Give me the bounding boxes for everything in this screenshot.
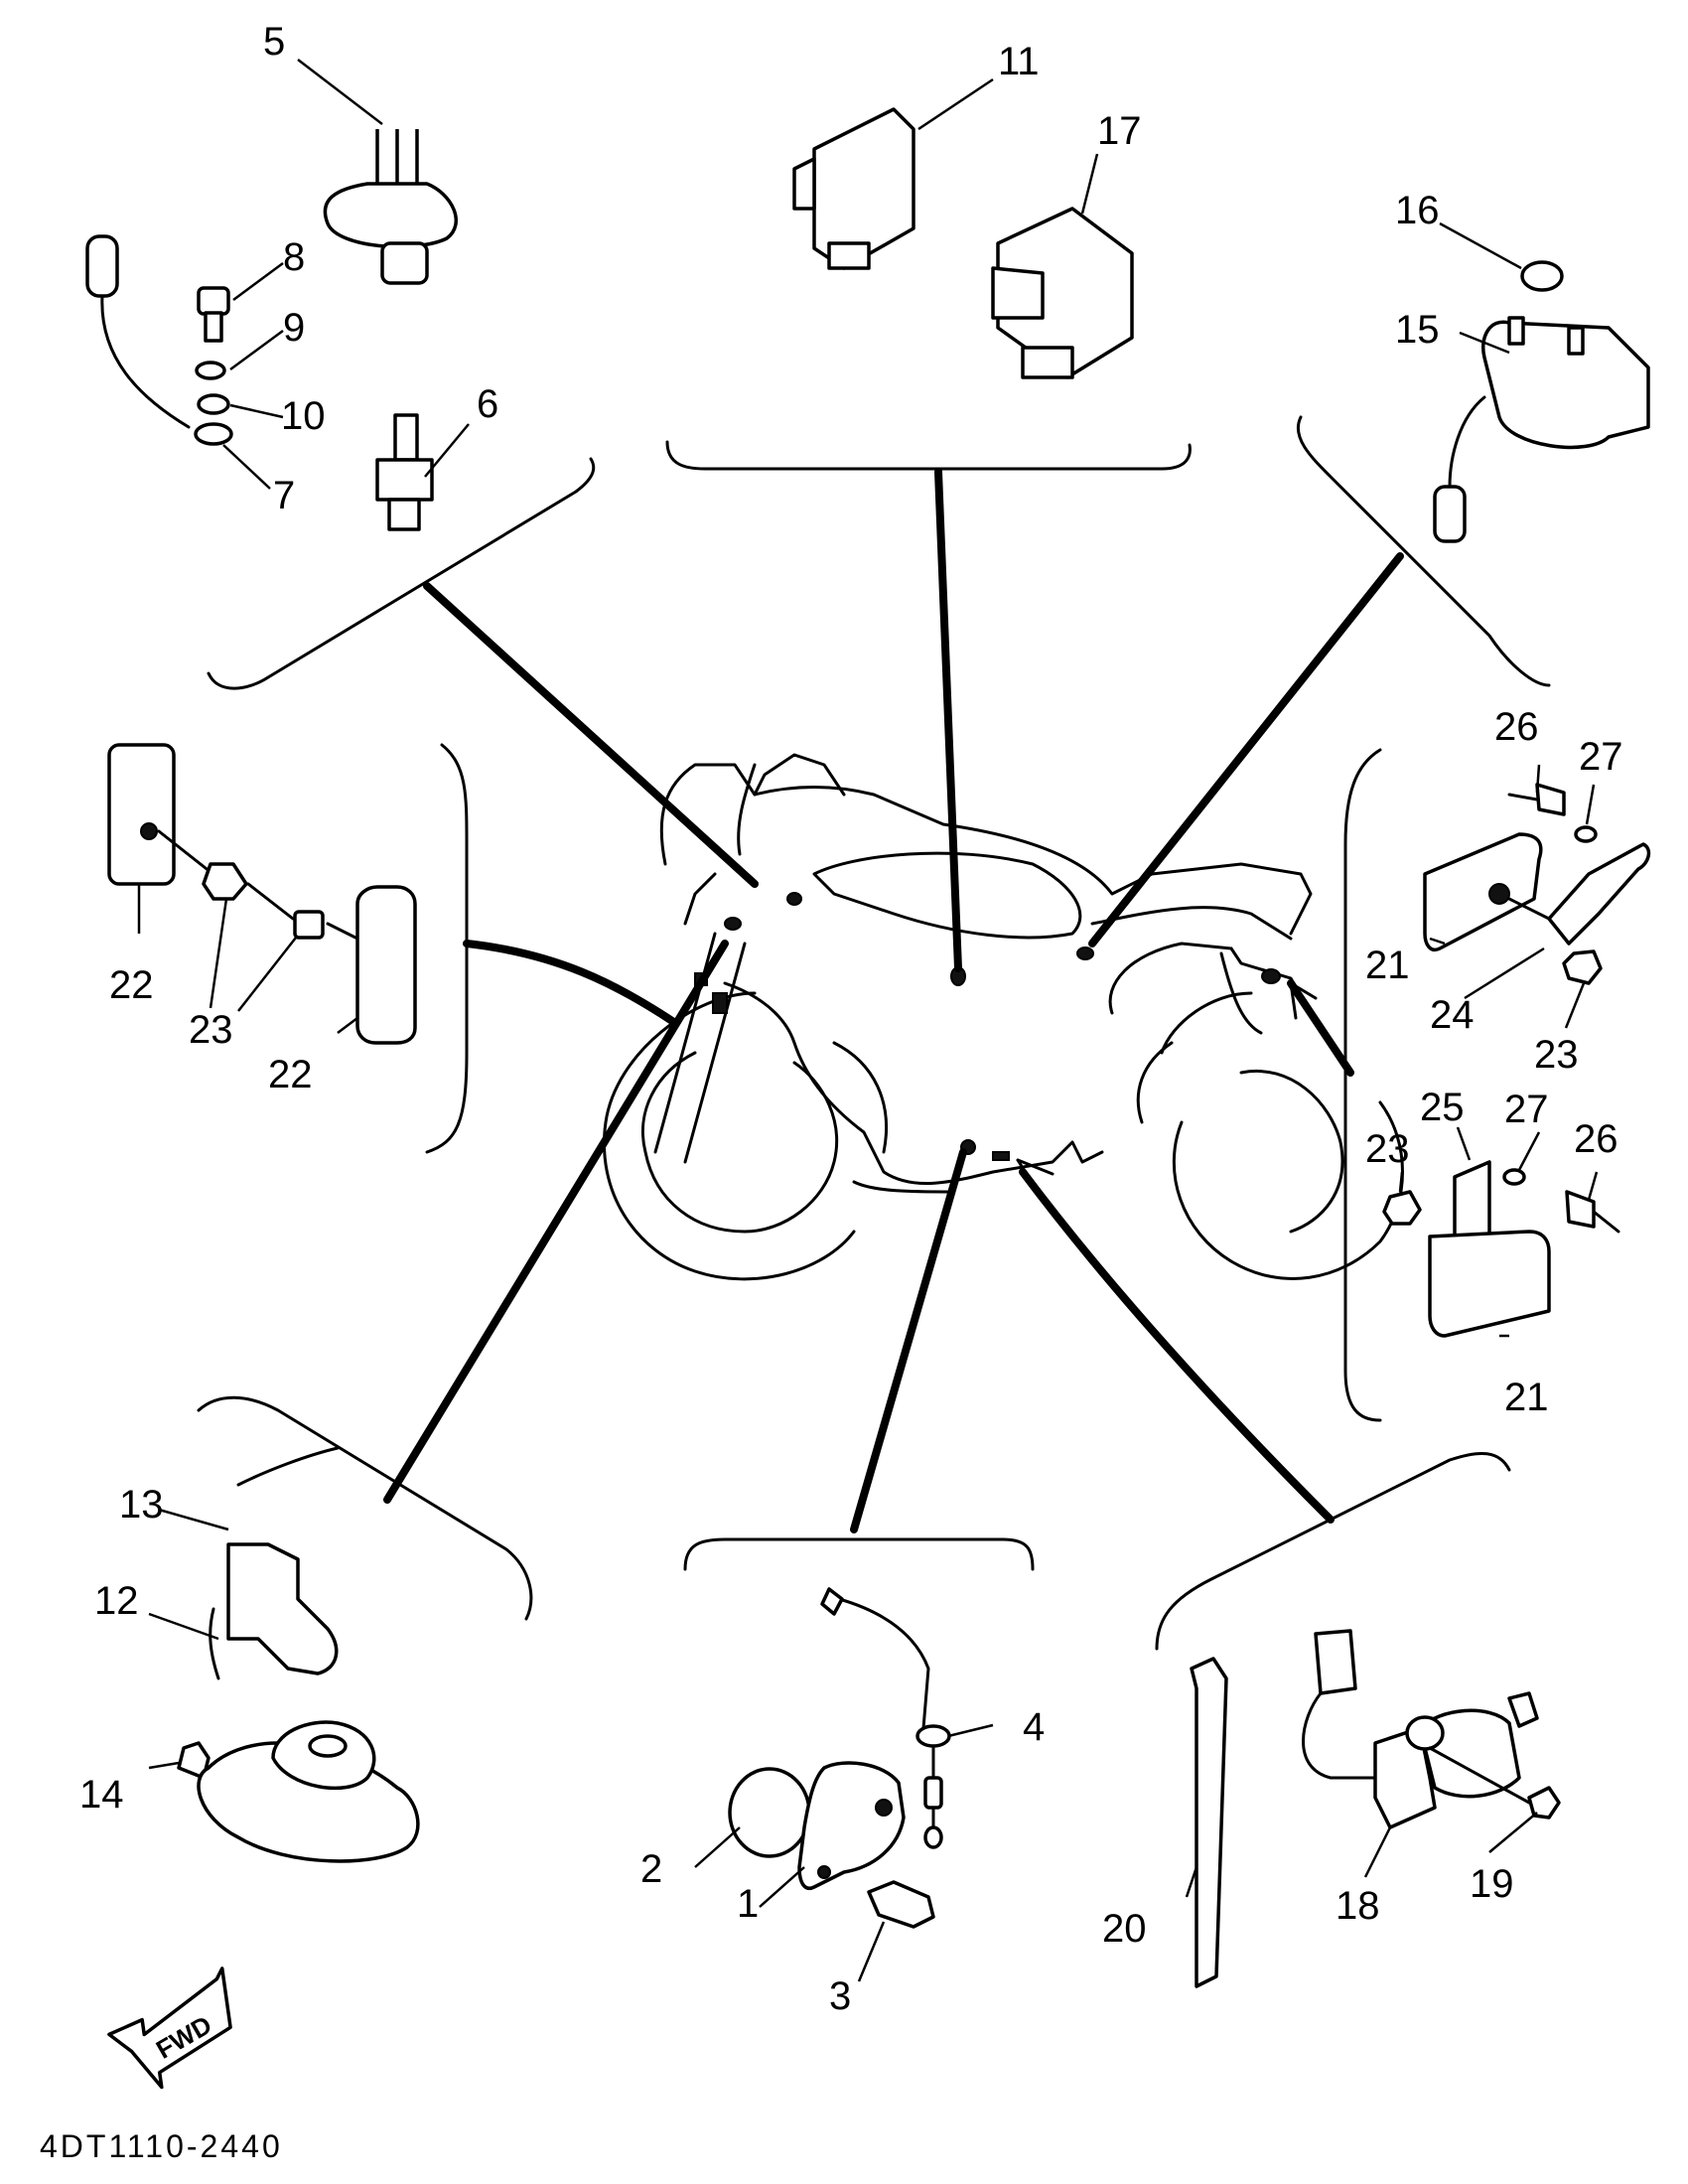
part-15-starter-relay: [1433, 260, 1650, 543]
callout-22-top: 22: [109, 963, 154, 1007]
part-22-reflector-left: [107, 743, 417, 1045]
callout-9: 9: [283, 306, 305, 350]
callout-12: 12: [94, 1579, 139, 1623]
callout-23-left: 23: [189, 1008, 233, 1052]
callout-23-right-lower: 23: [1365, 1127, 1410, 1171]
callout-23-right-upper: 23: [1534, 1033, 1579, 1077]
part-11-relay: [792, 107, 915, 270]
callout-20: 20: [1102, 1907, 1147, 1951]
callout-18: 18: [1336, 1884, 1380, 1928]
callout-26-upper: 26: [1494, 705, 1539, 749]
callout-21-lower: 21: [1504, 1376, 1549, 1419]
part-horn: [177, 1446, 420, 1863]
callout-15: 15: [1395, 308, 1440, 352]
callout-8: 8: [283, 235, 305, 279]
callout-11: 11: [998, 40, 1040, 83]
callout-6: 6: [477, 382, 498, 426]
callout-labels: 1 2 3 4 5 6 7 8 9 10 11 12 13 14 15 16 1…: [79, 20, 1623, 2018]
part-1-4-sensor-assy: [728, 1587, 951, 1929]
callout-24: 24: [1430, 993, 1475, 1037]
callout-3: 3: [829, 1974, 851, 2018]
drawing-code: 4DT1110-2440: [40, 2128, 283, 2164]
callout-21-upper: 21: [1365, 944, 1410, 987]
part-5-thermo-switch: [323, 129, 458, 285]
callout-25: 25: [1420, 1086, 1465, 1129]
group-brackets: [197, 415, 1551, 1651]
group-leader-lines: [383, 468, 1404, 1533]
callout-19: 19: [1470, 1862, 1514, 1906]
callout-10: 10: [281, 394, 326, 438]
part-6-sensor: [375, 413, 434, 531]
callout-14: 14: [79, 1773, 124, 1817]
callout-4: 4: [1023, 1705, 1045, 1749]
motorcycle-outline: [603, 753, 1404, 1281]
part-21-reflector-right-lower: [1382, 1160, 1620, 1338]
part-21-reflector-right-upper: [1423, 783, 1651, 985]
callout-27-upper: 27: [1579, 735, 1623, 779]
callout-17: 17: [1097, 109, 1142, 153]
callout-27-lower: 27: [1504, 1088, 1549, 1131]
fwd-arrow-icon: FWD: [107, 1966, 232, 2090]
callout-7: 7: [273, 474, 295, 517]
callout-1: 1: [737, 1882, 759, 1926]
callout-5: 5: [263, 20, 285, 64]
callout-26-lower: 26: [1574, 1117, 1618, 1161]
part-17-relay: [991, 207, 1134, 379]
callout-16: 16: [1395, 189, 1440, 232]
callout-13: 13: [119, 1483, 164, 1527]
part-7-sensor-lead: [85, 234, 233, 446]
callout-leaders: [137, 59, 1599, 1982]
part-18-20-switch-assy: [1190, 1629, 1561, 1988]
callout-22-bottom: 22: [268, 1053, 313, 1096]
callout-2: 2: [640, 1847, 662, 1891]
part-8-9-10-bolt-washers: [195, 286, 230, 415]
